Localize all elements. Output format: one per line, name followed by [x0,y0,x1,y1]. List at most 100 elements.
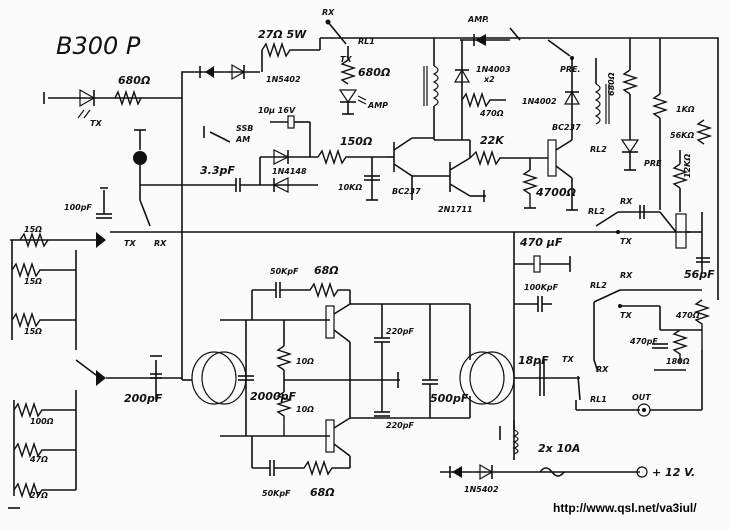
wire-trimmer-in [659,211,677,233]
wire-top-rail [320,37,719,300]
label-r-4700: 4700Ω [535,186,576,199]
supply-terminal[interactable] [636,466,648,478]
label-rx-sw: RX [154,239,167,248]
resistor-4700 [521,169,539,208]
label-2n1711: 2N1711 [438,205,473,214]
switch-tx-rx [139,199,151,227]
input-transformer [191,351,247,405]
diode-1n4002 [563,90,581,105]
resistor-150 [317,148,386,166]
label-r-100: 100Ω [30,417,54,426]
label-x2: x2 [483,75,495,84]
label-r-12k: 12KΩ [683,154,692,178]
label-amp-top: AMP. [467,15,489,24]
label-tx-out: TX [562,355,574,364]
fuse-symbol [539,467,565,477]
switch-pre [547,39,571,57]
cap-470u [533,255,541,273]
resistor-180 [671,329,689,364]
pre-led [620,139,640,171]
label-c-2000: 2000pF [250,390,296,403]
label-r-27: 27Ω [30,491,48,500]
wire-rl1-b [593,359,599,373]
label-r-68-bot: 68Ω [310,486,335,499]
label-c-10u: 10μ 16V [258,106,296,115]
label-am: AM [235,135,250,144]
label-rl2-a: RL2 [588,207,605,216]
label-bc237-a: BC237 [392,187,421,196]
switch-rl2-a [595,211,619,227]
resistor-680-tx [114,89,142,107]
resistor-10-a [275,345,293,371]
label-1n4003: 1N4003 [476,65,511,74]
resistor-22k [469,149,530,167]
node-tx-a [616,230,620,234]
power-transistor-bottom [325,417,351,457]
label-27ohm-5w: 27Ω 5W [258,28,307,41]
amp-led [338,89,367,115]
label-supply: + 12 V. [652,466,695,479]
label-out: OUT [632,393,651,402]
diode-1n5402 [199,63,246,81]
label-rl2-b: RL2 [590,281,607,290]
wire-tx-rail [181,71,260,97]
label-r-1k: 1KΩ [676,105,695,114]
label-1n5402b: 1N5402 [464,485,499,494]
resistor-56k [695,119,713,145]
label-c-3p3: 3.3pF [200,164,235,177]
label-bc237-b: BC237 [552,123,581,132]
relay-rl1-coil [423,38,439,140]
label-tx-led: TX [90,119,102,128]
label-c-50k-bot: 50KpF [262,489,291,498]
label-tx-top: TX [340,55,352,64]
diode-1n4003-bottom [453,68,471,83]
label-1n4002: 1N4002 [522,97,557,106]
label-r-68-top: 68Ω [314,264,339,277]
output-connector-pin [642,408,646,412]
label-rl1-b: RL1 [590,395,607,404]
cap-10u [287,115,295,129]
source-url[interactable]: http://www.qsl.net/va3iul/ [553,501,697,515]
switch-attenuator [75,359,101,379]
label-rx-out: RX [596,365,609,374]
label-r-22k: 22K [480,134,505,147]
label-fuse: 2x 10A [538,442,580,455]
switch-arrow-bottom [96,370,106,386]
resistor-68-top [280,281,350,299]
label-c-470u: 470 μF [519,236,563,249]
label-r-47: 47Ω [29,455,48,464]
resistor-100 [13,401,76,419]
switch-rl2-b [593,289,621,303]
label-c-50k-top: 50KpF [270,267,299,276]
switch-rl1-out [577,375,581,401]
label-tx-b: TX [620,311,632,320]
resistor-27 [13,481,76,499]
label-pre-led: PRE [644,159,662,168]
transistor-bc237-b [530,139,573,210]
label-rx-b: RX [620,271,633,280]
label-r-470b: 470Ω [675,311,700,320]
label-c-18p: 18pF [518,354,549,367]
resistor-47 [13,441,76,459]
label-c-220a: 220pF [386,327,414,336]
label-c-470p: 470pF [629,337,658,346]
label-c-220b: 220pF [386,421,414,430]
rf-choke [512,420,519,455]
label-r-150: 150Ω [340,135,372,148]
label-r-56k: 56KΩ [670,131,694,140]
label-rx-top: RX [322,8,335,17]
switch-ssb-am [209,131,231,143]
switch-amp [509,27,521,41]
resistor-15-b [11,261,76,279]
resistor-10-b [275,391,293,436]
resistor-27-5w [261,41,320,59]
relay-rl2-coil [594,58,610,125]
switch-arrow-top [96,232,106,248]
power-transistor-top [325,303,351,343]
label-r-180: 180Ω [666,357,690,366]
label-tx-a: TX [620,237,632,246]
switch-rl1-top [327,21,347,45]
label-r-10b: 10Ω [296,405,314,414]
input-connector [133,129,147,200]
